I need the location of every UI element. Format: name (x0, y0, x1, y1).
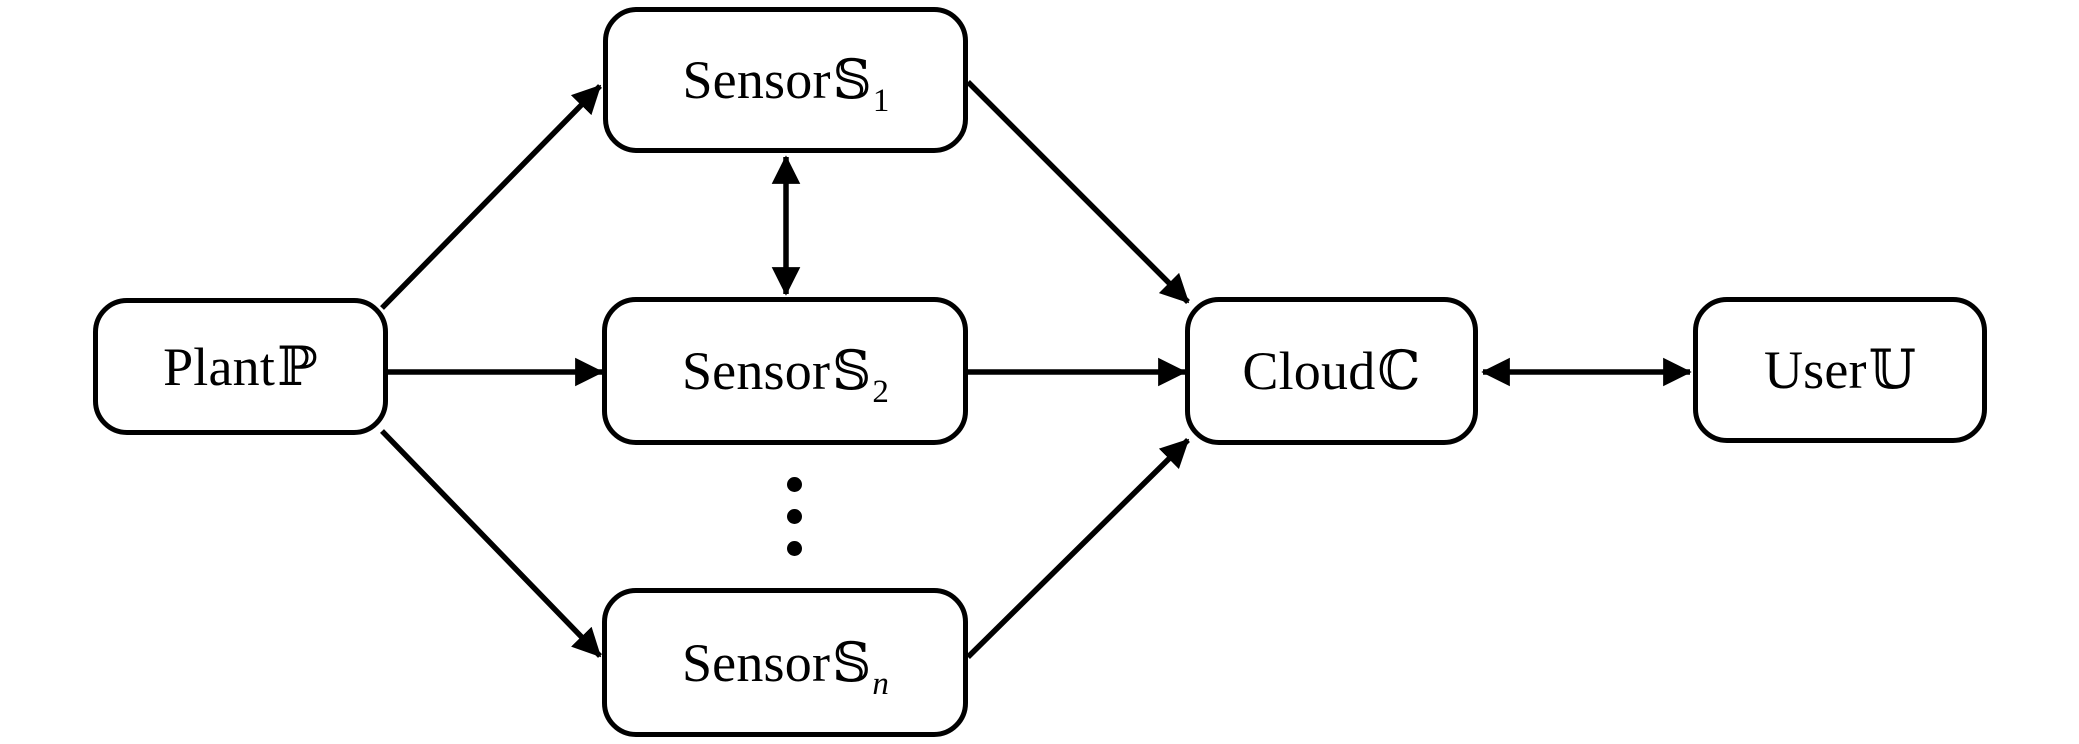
node-cloud-name: Cloud (1242, 341, 1376, 401)
blackboard-P-symbol: ℙ (277, 334, 318, 398)
node-sensor-1-subscript: 1 (872, 83, 890, 119)
node-sensor-2[interactable]: Sensor𝕊2 (602, 297, 968, 445)
node-plant[interactable]: Plantℙ (93, 298, 388, 435)
edge-plant-to-sensor1 (380, 84, 602, 310)
edge-plant-to-sensorn (380, 429, 602, 658)
blackboard-U-symbol: 𝕌 (1868, 338, 1917, 401)
node-cloud-label: Cloudℂ (1242, 341, 1420, 401)
node-sensor-n-label: Sensor𝕊n (681, 632, 889, 700)
blackboard-S-symbol: 𝕊 (832, 48, 872, 111)
node-sensor-2-label: Sensor𝕊2 (681, 341, 889, 409)
node-user[interactable]: User𝕌 (1693, 297, 1987, 443)
edge-sensorn-to-cloud (966, 438, 1190, 659)
node-plant-label: Plantℙ (163, 336, 318, 397)
node-plant-name: Plant (163, 336, 276, 397)
blackboard-S-symbol: 𝕊 (832, 339, 872, 402)
node-sensor-1[interactable]: Sensor𝕊1 (603, 7, 968, 153)
node-sensor-2-subscript: 2 (872, 374, 890, 410)
blackboard-S-symbol: 𝕊 (832, 630, 872, 694)
node-sensor-1-label: Sensor𝕊1 (682, 50, 889, 118)
node-sensor-2-name: Sensor (681, 341, 831, 401)
node-sensor-n[interactable]: Sensor𝕊n (602, 588, 968, 737)
ellipsis-dot (786, 541, 802, 556)
node-user-name: User (1763, 340, 1867, 400)
node-sensor-1-name: Sensor (682, 50, 831, 110)
edge-sensor1-to-cloud (966, 80, 1190, 304)
node-sensor-n-subscript: n (872, 665, 890, 702)
node-user-label: User𝕌 (1763, 340, 1916, 400)
ellipsis-dot (786, 477, 802, 492)
vertical-ellipsis-icon (786, 477, 802, 556)
ellipsis-dot (786, 509, 802, 524)
node-cloud[interactable]: Cloudℂ (1185, 297, 1478, 445)
blackboard-C-symbol: ℂ (1377, 339, 1421, 402)
node-sensor-n-name: Sensor (681, 632, 831, 693)
